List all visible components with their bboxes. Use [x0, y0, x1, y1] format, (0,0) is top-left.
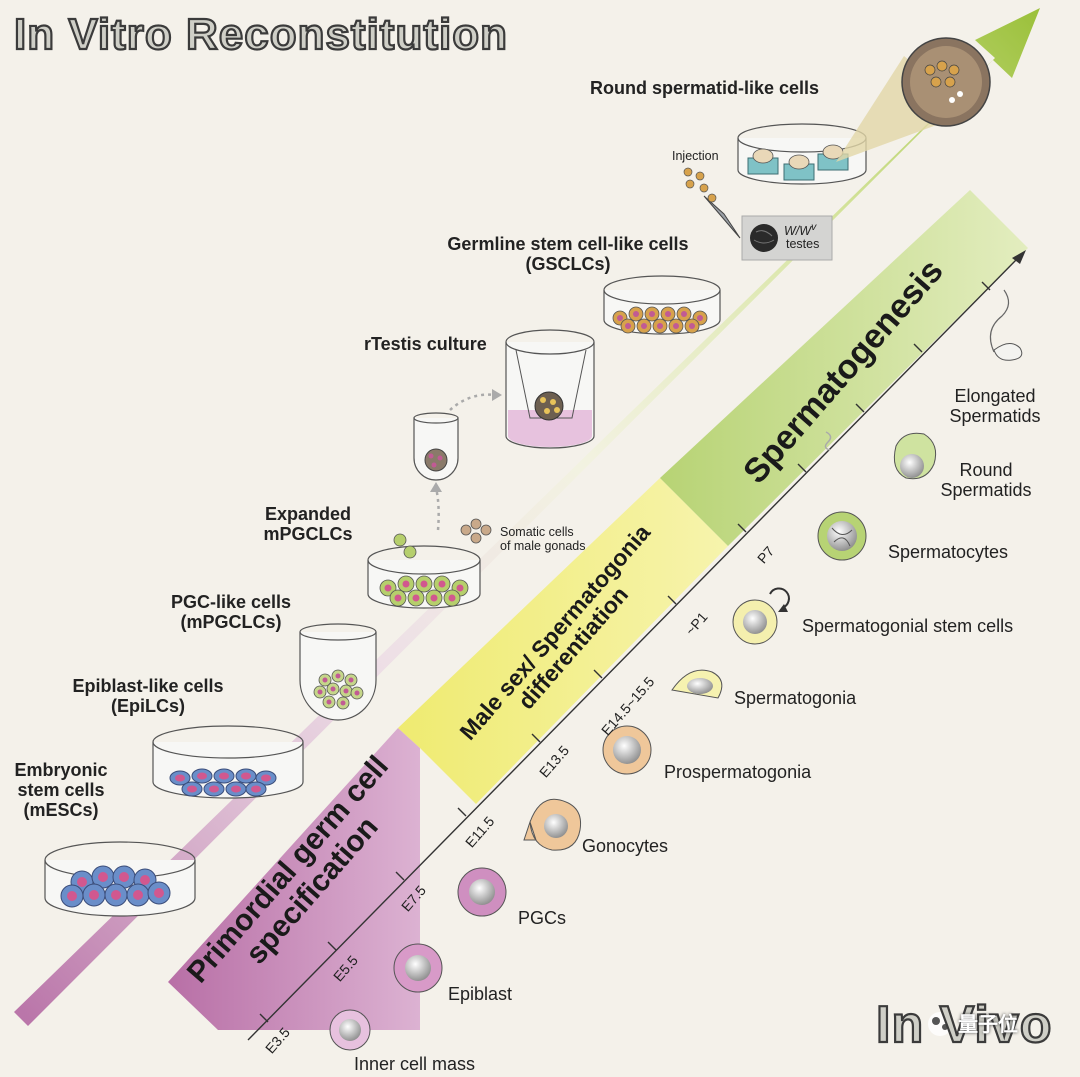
- cell-epiblast: [393, 943, 443, 993]
- label-spermatogonial-stem-cells: Spermatogonial stem cells: [802, 616, 1014, 636]
- label-epilcs: Epiblast-like cells (EpiLCs): [72, 676, 224, 717]
- label-gonocytes: Gonocytes: [582, 836, 669, 856]
- label-expanded: Expanded mPGCLCs: [263, 504, 353, 545]
- label-testes: testes: [786, 237, 820, 251]
- label-spermatocytes: Spermatocytes: [888, 542, 1009, 562]
- expanded-dish: [367, 518, 492, 609]
- label-epiblast: Epiblast: [448, 984, 513, 1004]
- cell-prospermatogonia: [602, 725, 652, 775]
- round-spermatid-dish: [737, 123, 867, 185]
- band-spermatogenesis: [660, 190, 1028, 546]
- cell-gonocytes: [523, 798, 582, 851]
- label-injection: Injection: [672, 149, 719, 163]
- timeline-arrowhead: [1012, 250, 1026, 264]
- cell-elongated-spermatids: [989, 289, 1023, 361]
- injection-needle: [683, 167, 741, 239]
- label-wwv: W/Wv: [784, 222, 817, 239]
- aggregate-well: [413, 412, 459, 481]
- label-mpgclcs: PGC-like cells (mPGCLCs): [170, 592, 292, 633]
- in-vitro-title: In Vitro Reconstitution: [13, 9, 508, 60]
- cell-pgcs: [457, 867, 507, 917]
- watermark-badge: [928, 1012, 952, 1036]
- label-mescs: Embryonic stem cells (mESCs): [14, 760, 108, 821]
- gsclcs-dish: [603, 275, 721, 335]
- label-round-spermatids: Round Spermatids: [940, 460, 1032, 501]
- cell-spermatogonial-stem: [732, 587, 790, 645]
- label-pgcs: PGCs: [518, 908, 567, 928]
- cell-inner-cell-mass: [329, 1009, 371, 1051]
- timeline-axis: [247, 257, 1019, 1041]
- squiggle-icon: [824, 431, 832, 451]
- label-prospermatogonia: Prospermatogonia: [664, 762, 812, 782]
- rtestis-transwell: [505, 329, 595, 449]
- mpgclcs-well: [299, 623, 377, 721]
- in-vivo-title: In Vivo: [875, 995, 1053, 1055]
- dotted-path-1: [434, 487, 440, 531]
- dotted-path-2: [449, 393, 497, 411]
- magnifier-circle: [901, 37, 991, 127]
- cell-spermatogonia: [671, 669, 723, 699]
- label-round-spermatid-like: Round spermatid-like cells: [590, 78, 820, 98]
- label-elongated-spermatids: Elongated Spermatids: [949, 386, 1041, 427]
- wwv-testes-box: [741, 215, 833, 261]
- magnifier-cone: [836, 56, 972, 162]
- label-rtestis: rTestis culture: [364, 334, 487, 354]
- mescs-dish: [44, 841, 196, 917]
- cell-spermatocytes: [817, 511, 867, 561]
- label-spermatogonia: Spermatogonia: [734, 688, 857, 708]
- timeline-ticks: [259, 281, 991, 1023]
- label-inner-cell-mass: Inner cell mass: [354, 1054, 476, 1074]
- band-pgc: [168, 728, 420, 1030]
- label-gsclcs: Germline stem cell-like cells (GSCLCs): [447, 234, 689, 275]
- watermark-text: 量子位: [958, 1014, 1018, 1036]
- label-somatic: Somatic cells of male gonads: [500, 525, 586, 553]
- cell-round-spermatids: [893, 432, 937, 480]
- band-male: [398, 478, 728, 804]
- epilcs-dish: [152, 725, 304, 799]
